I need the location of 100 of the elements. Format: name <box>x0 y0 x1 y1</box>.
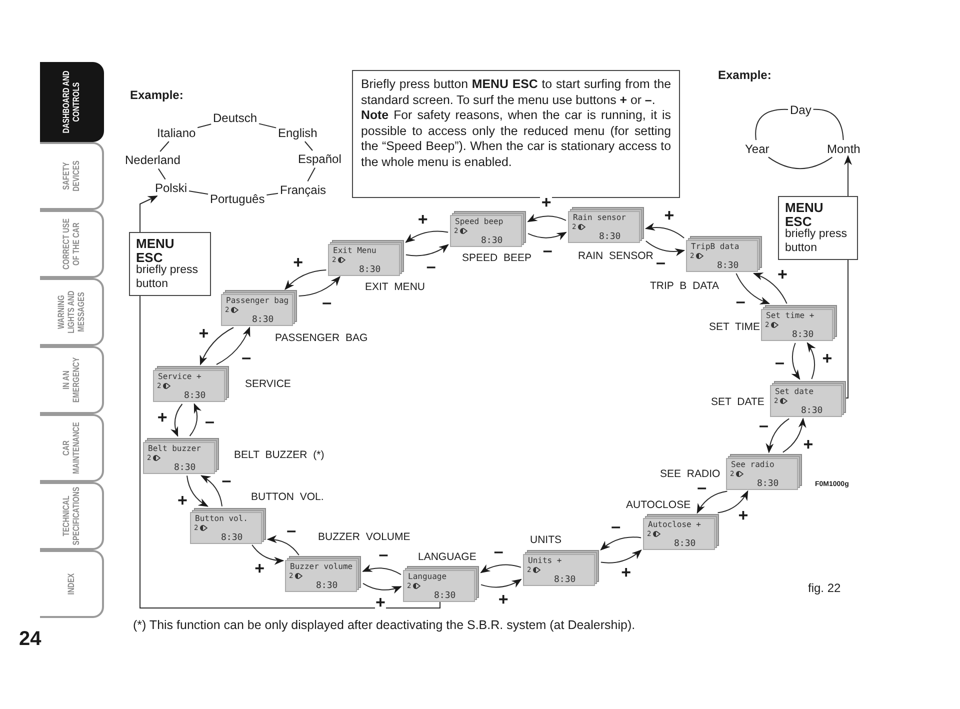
arrow <box>362 564 402 576</box>
instruction-text: Briefly press button MENU ESC to start surfing from the standard screen. To surf the menu use buttons + or –. <box>361 77 671 108</box>
arrow <box>791 342 800 380</box>
screen-caption: TRIP B DATA <box>650 280 720 292</box>
screen-time: 8:30 <box>221 533 243 543</box>
language-option: Italiano <box>157 126 196 140</box>
edge-label: + <box>156 410 168 425</box>
screen-caption: BELT BUZZER (*) <box>234 449 324 461</box>
screen-time: 8:30 <box>599 232 621 242</box>
arrow <box>140 196 158 232</box>
language-option: Français <box>280 183 326 197</box>
screen-time: 8:30 <box>481 236 503 246</box>
screen-title: Service + <box>158 372 202 382</box>
section-tab <box>40 210 104 278</box>
connector-line <box>140 296 440 608</box>
screen-title: Rain sensor <box>573 213 626 223</box>
language-option: Polski <box>155 181 188 195</box>
arrow <box>200 327 234 366</box>
button-name: MENU ESC <box>785 201 824 228</box>
arrow <box>362 582 402 594</box>
screen-time: 8:30 <box>174 463 196 473</box>
display-screen <box>523 550 599 586</box>
connector-line <box>188 190 208 195</box>
language-option: Español <box>298 152 342 166</box>
screen-caption: PASSENGER BAG <box>275 332 368 344</box>
display-screen <box>686 236 762 272</box>
screen-title: Belt buzzer <box>148 444 201 454</box>
screen-caption: SEE RADIO <box>660 468 720 480</box>
screen-title: Button vol. <box>195 514 248 524</box>
screen-title: Autoclose + <box>648 520 701 530</box>
arrow <box>696 490 728 514</box>
display-screen <box>143 438 219 474</box>
screen-title: Exit Menu <box>333 246 376 256</box>
screen-title: Set time + <box>766 311 814 321</box>
edge-label: + <box>374 596 386 610</box>
display-screen <box>568 207 644 243</box>
edge-label: + <box>176 494 188 508</box>
screen-title: Units + <box>528 556 562 566</box>
arrow <box>170 404 183 437</box>
screen-time: 8:30 <box>184 391 206 401</box>
screen-caption: SERVICE <box>245 378 291 390</box>
connector-line <box>846 260 848 398</box>
arrow <box>766 418 790 454</box>
screen-time: 8:30 <box>316 581 338 591</box>
arrow <box>717 490 748 514</box>
screen-title: Speed beep <box>455 217 504 227</box>
screen-caption: SPEED BEEP <box>462 252 532 264</box>
display-screen <box>726 454 802 490</box>
edge-label: + <box>416 213 429 227</box>
section-tab <box>40 550 104 618</box>
tab-label: INDEX <box>66 572 76 597</box>
screen-time: 8:30 <box>554 575 576 585</box>
date-part-label: Month <box>827 142 860 156</box>
tab-label: CORRECT USE OF THE CAR <box>61 217 81 272</box>
screen-caption: UNITS <box>530 534 562 546</box>
edge-label: + <box>802 438 814 452</box>
arrow <box>480 564 522 574</box>
arrow <box>186 475 208 507</box>
arrow <box>284 270 327 290</box>
connector-line <box>158 168 166 180</box>
connector-line <box>266 192 278 196</box>
section-tab <box>40 62 104 142</box>
screen-time: 8:30 <box>757 479 779 489</box>
language-option: English <box>278 126 318 140</box>
arrow <box>405 230 449 243</box>
connector-line <box>307 167 316 182</box>
connector-line <box>755 108 788 140</box>
display-screen <box>770 381 846 417</box>
arrow <box>189 403 202 436</box>
screen-title: Buzzer volume <box>290 562 353 572</box>
info-panel <box>352 70 680 198</box>
arrow <box>644 223 685 238</box>
screen-time: 8:30 <box>792 330 814 340</box>
arrow <box>266 535 300 556</box>
arrow <box>527 214 566 222</box>
display-screen <box>643 514 719 550</box>
section-tab <box>40 278 104 346</box>
screen-caption: RAIN SENSOR <box>578 250 654 262</box>
screen-time: 8:30 <box>674 539 696 549</box>
date-part-label: Year <box>745 142 770 156</box>
example-heading: Example: <box>130 88 184 102</box>
arrow <box>600 550 642 564</box>
arrow <box>782 418 806 453</box>
display-screen <box>285 556 361 592</box>
arrow <box>405 244 449 256</box>
note-box <box>129 232 211 296</box>
arrow <box>600 536 642 550</box>
section-tab <box>40 142 104 210</box>
connector-line <box>160 141 170 152</box>
language-option: Nederland <box>125 153 180 167</box>
tab-label: IN AN EMERGENCY <box>61 356 81 405</box>
section-tab <box>40 414 104 482</box>
screen-title: TripB data <box>691 242 740 252</box>
screen-caption: SET TIME <box>709 321 760 333</box>
screen-caption: AUTOCLOSE <box>626 499 691 511</box>
instruction-text: Note For safety reasons, when the car is running, it is possible to access only the reduced menu (for setting the “Speed Beep”). When the car is stationary access to the whole menu is enabled. <box>361 108 671 170</box>
arrow <box>480 578 522 588</box>
screen-title: Passenger bag <box>226 296 289 306</box>
screen-title: See radio <box>731 460 774 470</box>
example-heading: Example: <box>718 68 772 82</box>
